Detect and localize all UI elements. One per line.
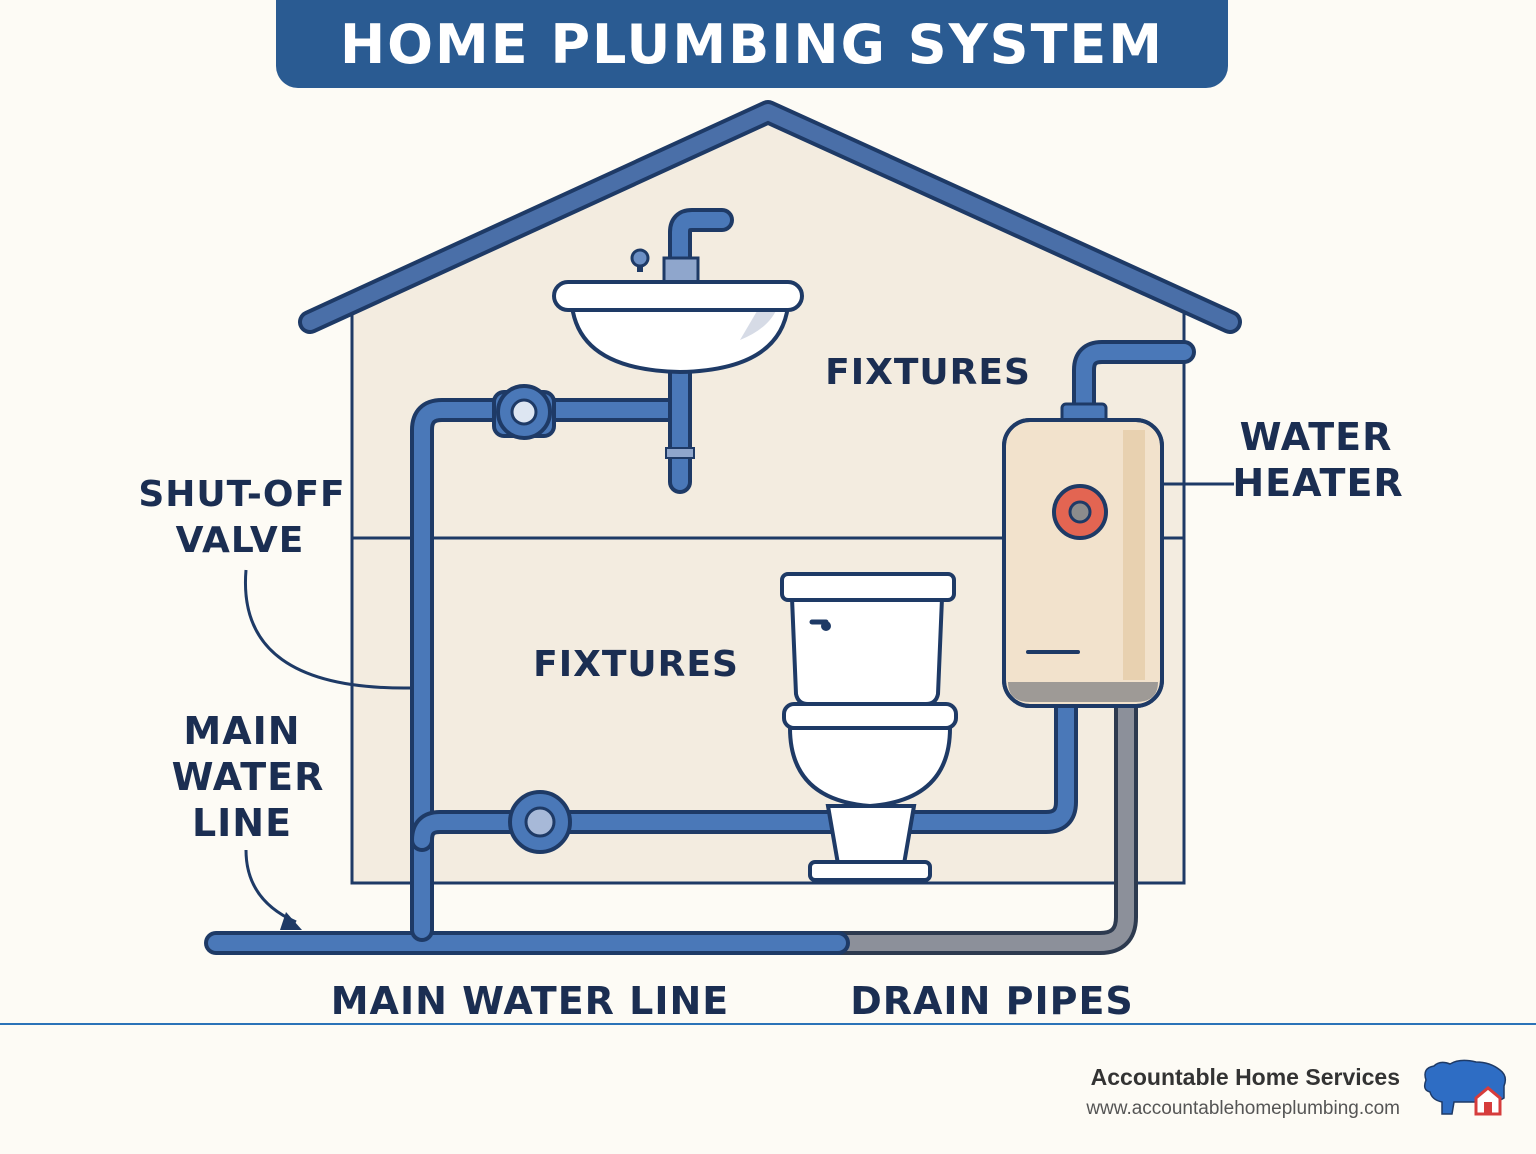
label-fixtures-lower: FIXTURES (533, 644, 739, 685)
label-water-heater-2: HEATER (1232, 461, 1403, 505)
label-shutoff-2: VALVE (176, 520, 305, 561)
water-supply-pipes (204, 340, 1196, 955)
label-drain-pipes: DRAIN PIPES (850, 979, 1134, 1020)
label-main-left-1: MAIN (183, 709, 300, 753)
footer-company-name: Accountable Home Services (1090, 1064, 1400, 1090)
label-main-left-3: LINE (192, 801, 292, 845)
shutoff-valve-lower (508, 790, 572, 854)
arrow-head-icon (280, 912, 302, 930)
shutoff-valve-upper (492, 384, 556, 440)
shutoff-leader (243, 569, 411, 690)
label-shutoff-1: SHUT-OFF (138, 474, 345, 515)
company-logo-icon (1423, 1059, 1507, 1116)
drain-pipe (830, 700, 1138, 955)
label-main-water-line: MAIN WATER LINE (331, 979, 730, 1020)
title-banner: HOME PLUMBING SYSTEM (276, 0, 1228, 88)
label-fixtures-upper: FIXTURES (825, 352, 1031, 393)
footer-divider (0, 1023, 1536, 1025)
main-line-leader (244, 849, 297, 924)
sink-fixture (552, 208, 804, 375)
footer-url: www.accountablehomeplumbing.com (1086, 1098, 1400, 1119)
page-title: HOME PLUMBING SYSTEM (339, 12, 1165, 76)
label-water-heater-1: WATER (1240, 415, 1393, 459)
water-heater (1002, 402, 1164, 708)
label-main-left-2: WATER (172, 755, 325, 799)
plumbing-diagram: FIXTURES FIXTURES WATER HEATER SHUT-OFF … (138, 100, 1403, 1020)
toilet-fixture (780, 572, 958, 882)
